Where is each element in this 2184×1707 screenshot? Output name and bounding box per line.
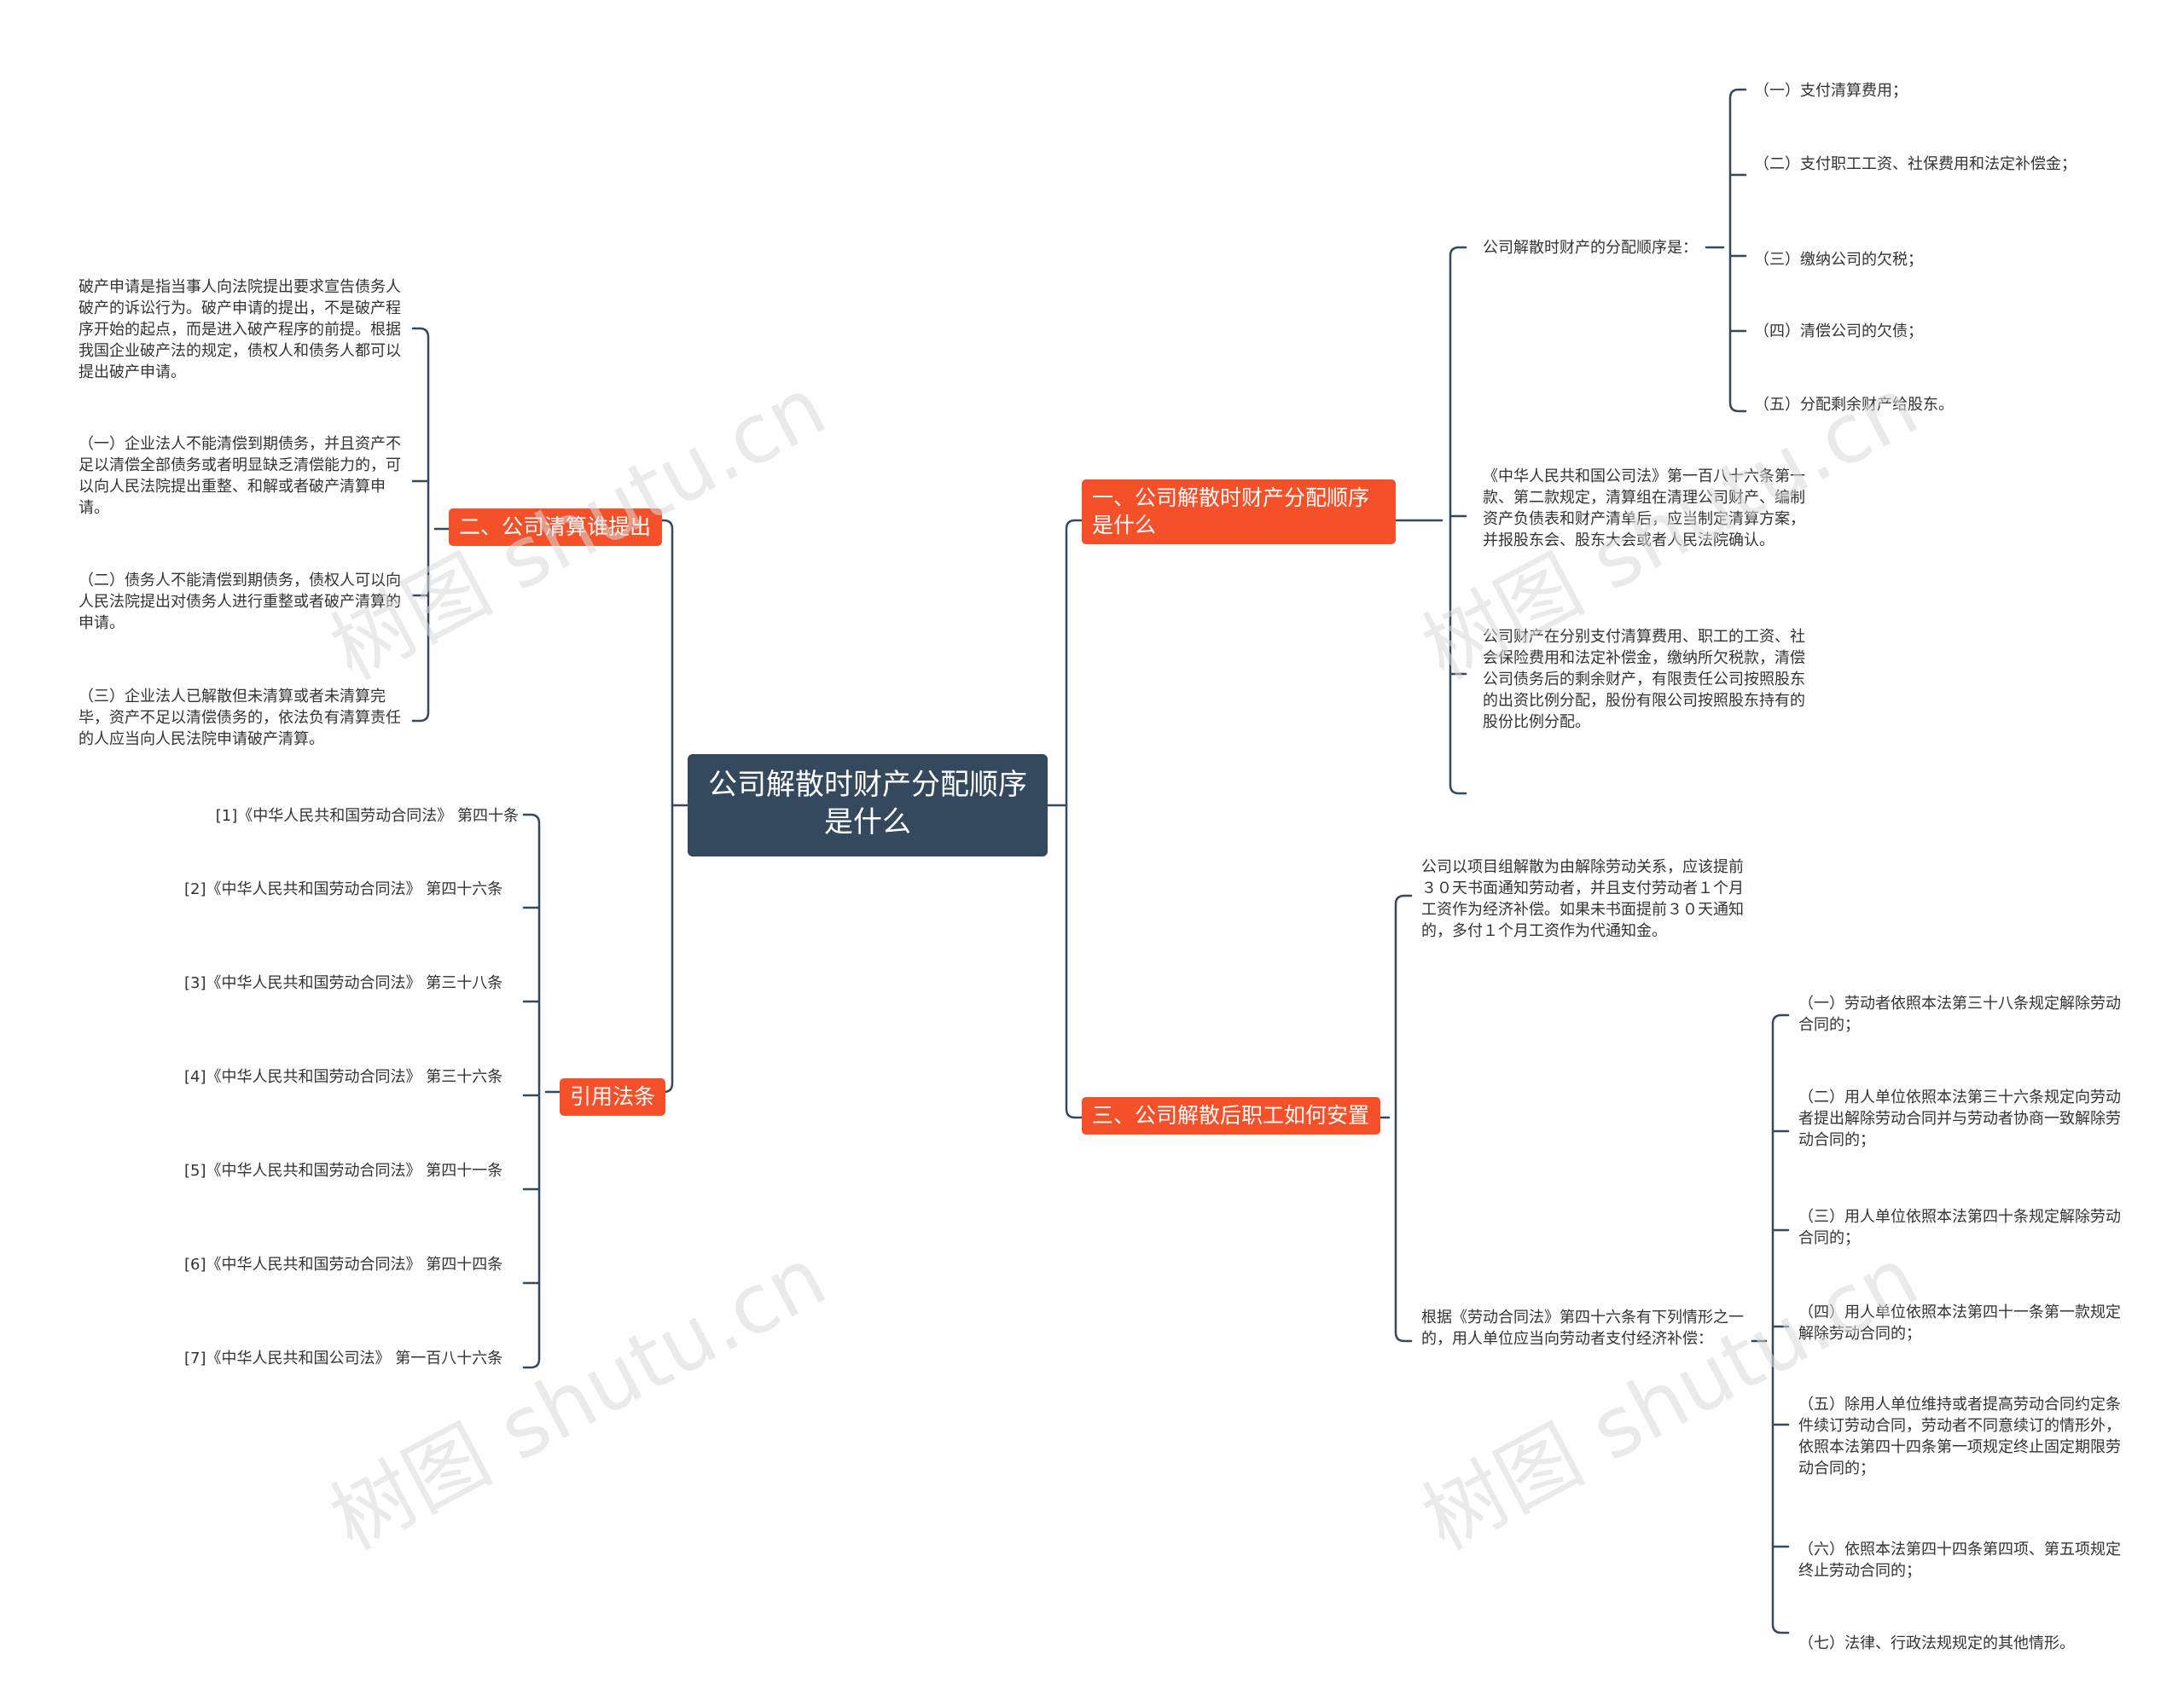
compensation-item-7: （七）法律、行政法规规定的其他情形。 [1798,1634,2075,1652]
root-topic[interactable]: 公司解散时财产分配顺序是什么 [688,754,1048,856]
order-title: 公司解散时财产的分配顺序是： [1483,239,1698,257]
root-right-connector [1046,519,1083,1119]
order-item-1: （一）支付清算费用； [1754,82,1908,100]
law-article-text: 《中华人民共和国公司法》第一百八十六条第一款、第二款规定，清算组在清理公司财产、… [1483,467,1805,549]
cited-law-4[interactable]: [4]《中华人民共和国劳动合同法》 第三十六条 [184,1068,503,1086]
bankruptcy-case-2: （二）债务人不能清偿到期债务，债权人可以向人民法院提出对债务人进行重整或者破产清… [78,572,401,632]
branch-employee-placement[interactable]: 三、公司解散后职工如何安置 [1082,1097,1380,1135]
compensation-item-1: （一）劳动者依照本法第三十八条规定解除劳动合同的； [1798,995,2121,1034]
b1-bracket [1394,246,1467,795]
compensation-item-3: （三）用人单位依照本法第四十条规定解除劳动合同的； [1798,1208,2121,1247]
bankruptcy-case-1: （一）企业法人不能清偿到期债务，并且资产不足以清偿全部债务或者明显缺乏清偿能力的… [78,435,401,517]
compensation-title: 根据《劳动合同法》第四十六条有下列情形之一的，用人单位应当向劳动者支付经济补偿： [1421,1309,1744,1348]
cited-law-2[interactable]: [2]《中华人民共和国劳动合同法》 第四十六条 [184,880,503,898]
cited-law-3[interactable]: [3]《中华人民共和国劳动合同法》 第三十八条 [184,974,503,992]
order-item-3: （三）缴纳公司的欠税； [1754,251,1923,269]
cited-law-6[interactable]: [6]《中华人民共和国劳动合同法》 第四十四条 [184,1256,503,1274]
cited-law-1[interactable]: [1]《中华人民共和国劳动合同法》 第四十条 [215,807,519,825]
distribution-text: 公司财产在分别支付清算费用、职工的工资、社会保险费用和法定补偿金，缴纳所欠税款，… [1483,628,1805,731]
branch-distribution-order[interactable]: 一、公司解散时财产分配顺序是什么 [1082,479,1396,544]
compensation-item-5: （五）除用人单位维持或者提高劳动合同约定条件续订劳动合同，劳动者不同意续订的情形… [1798,1396,2121,1478]
b4-bracket [522,813,561,1369]
compensation-bracket [1751,1013,1790,1634]
compensation-item-2: （二）用人单位依照本法第三十六条规定向劳动者提出解除劳动合同并与劳动者协商一致解… [1798,1089,2121,1149]
cited-law-7[interactable]: [7]《中华人民共和国公司法》 第一百八十六条 [184,1350,503,1367]
order-item-4: （四）清偿公司的欠债； [1754,322,1923,340]
bankruptcy-case-3: （三）企业法人已解散但未清算或者未清算完毕，资产不足以清偿债务的，依法负有清算责… [78,688,401,748]
b3-bracket [1379,894,1413,1343]
b2-bracket [411,327,450,723]
root-left-connector [655,519,689,1094]
bankruptcy-definition: 破产申请是指当事人向法院提出要求宣告债务人破产的诉讼行为。破产申请的提出，不是破… [78,278,401,381]
compensation-item-6: （六）依照本法第四十四条第四项、第五项规定终止劳动合同的； [1798,1541,2121,1580]
compensation-item-4: （四）用人单位依照本法第四十一条第一款规定解除劳动合同的； [1798,1303,2121,1343]
notice-text: 公司以项目组解散为由解除劳动关系，应该提前３０天书面通知劳动者，并且支付劳动者１… [1421,858,1744,940]
branch-cited-laws[interactable]: 引用法条 [560,1078,665,1116]
order-item-5: （五）分配剩余财产给股东。 [1754,396,1954,414]
order-bracket [1705,88,1747,413]
cited-law-5[interactable]: [5]《中华人民共和国劳动合同法》 第四十一条 [184,1162,503,1180]
order-item-2: （二）支付职工工资、社保费用和法定补偿金； [1754,155,2077,173]
branch-liquidation-applicant[interactable]: 二、公司清算谁提出 [449,508,662,546]
